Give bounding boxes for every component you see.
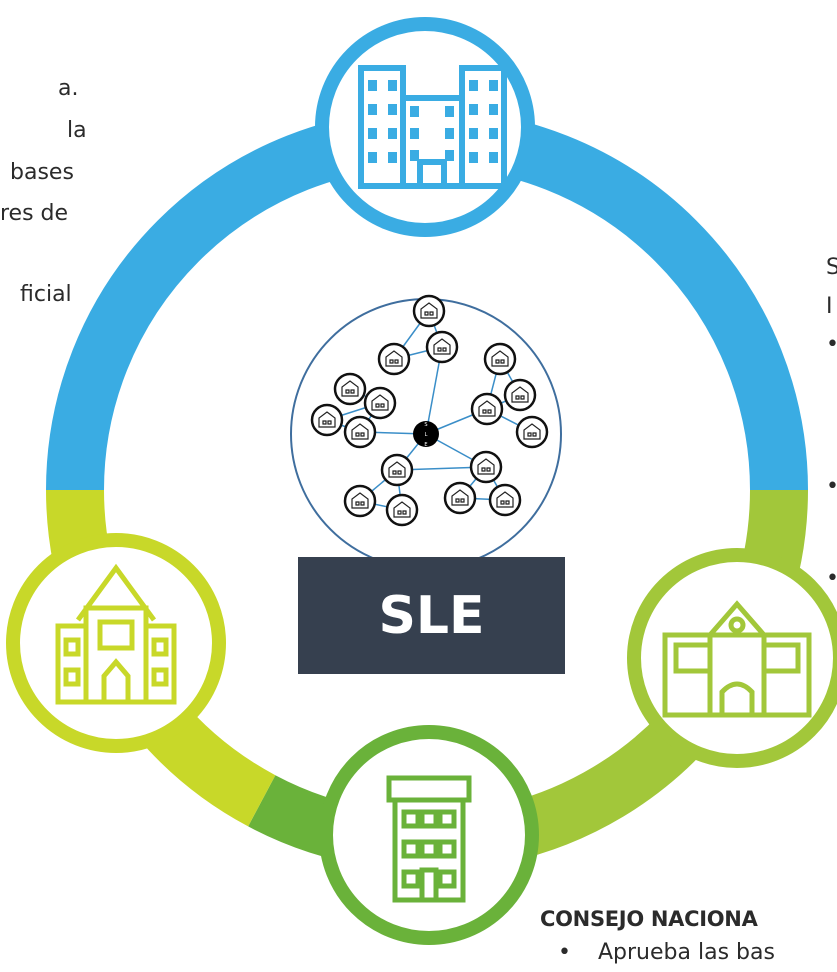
right-bullet-1: • [826, 328, 837, 362]
school-node-icon [443, 481, 477, 515]
hub-letter-e: E [424, 442, 427, 448]
window [489, 128, 498, 139]
window [388, 152, 397, 163]
window [489, 80, 498, 91]
left-text-line-1: a. [58, 76, 79, 101]
school-node-icon [515, 415, 549, 449]
school-node-icon [377, 342, 411, 376]
right-bullet-3: • [826, 562, 837, 596]
school-node-icon [503, 378, 537, 412]
window [368, 152, 377, 163]
school-facade-icon [55, 563, 177, 705]
school-node-icon [412, 294, 446, 328]
school-node-icon [469, 450, 503, 484]
school-node-icon [488, 483, 522, 517]
window [469, 80, 478, 91]
school-node-icon [385, 493, 419, 527]
window [445, 150, 454, 161]
right-bullet-2: • [826, 470, 837, 504]
bottom-bullet: • [558, 940, 571, 965]
office-building-icon [358, 65, 507, 189]
sle-label-box: SLE [298, 557, 565, 674]
window [388, 80, 397, 91]
school-node-icon [470, 392, 504, 426]
left-text-line-4: res de [0, 201, 69, 226]
school-node-icon [425, 330, 459, 364]
apartment-building-icon [386, 775, 472, 903]
window [368, 128, 377, 139]
right-text-line-1: S [826, 255, 837, 280]
school-node-icon [343, 415, 377, 449]
left-node [6, 533, 226, 753]
bottom-node [319, 725, 539, 945]
hub-letter-s: S [424, 422, 427, 428]
window [489, 152, 498, 163]
school-clock-icon [662, 600, 812, 718]
consejo-heading: CONSEJO NACIONA [540, 907, 758, 931]
network-diagram: S L E [290, 294, 562, 570]
left-text-line-3: bases [10, 160, 74, 185]
left-text-line-6: ficial [20, 282, 72, 307]
top-node [315, 17, 535, 237]
right-text-line-2: I [826, 294, 833, 319]
left-text-line-2: la [67, 118, 87, 143]
window [388, 104, 397, 115]
window [410, 128, 419, 139]
window [469, 152, 478, 163]
school-node-icon [483, 342, 517, 376]
window [410, 150, 419, 161]
school-node-icon [380, 453, 414, 487]
right-node [627, 548, 837, 768]
window [469, 128, 478, 139]
school-node-icon [363, 386, 397, 420]
window [445, 128, 454, 139]
window [388, 128, 397, 139]
school-node-icon [310, 403, 344, 437]
window [410, 106, 419, 117]
school-node-icon [343, 484, 377, 518]
network-nodes [310, 294, 549, 527]
school-network-icon: S L E [413, 421, 439, 448]
bottom-bullet-text: Aprueba las bas [598, 940, 775, 965]
window [445, 106, 454, 117]
window [489, 104, 498, 115]
hub-letter-l: L [425, 432, 428, 438]
school-node-icon [333, 372, 367, 406]
window [368, 104, 377, 115]
window [368, 80, 377, 91]
window [469, 104, 478, 115]
